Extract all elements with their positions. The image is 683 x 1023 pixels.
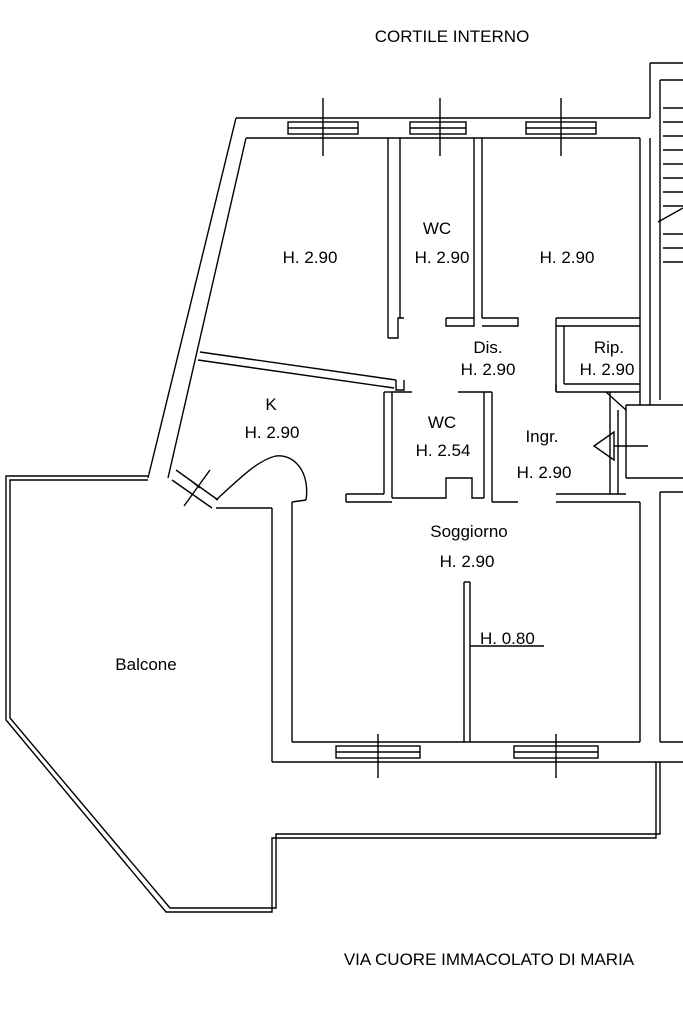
balcony-outline [5, 475, 661, 913]
top-street-label: CORTILE INTERNO [375, 27, 530, 46]
wc-bottom-name: WC [428, 413, 456, 432]
entrance-arrow-icon [592, 430, 648, 462]
windows-top [287, 98, 597, 156]
counter-join [291, 499, 307, 503]
partition-height: H. 0.80 [480, 629, 535, 648]
kitchen-height: H. 2.90 [245, 423, 300, 442]
ingr-height: H. 2.90 [517, 463, 572, 482]
kitchen-name: K [265, 395, 277, 414]
dis-height: H. 2.90 [461, 360, 516, 379]
outer-walls [147, 62, 683, 763]
bottom-street-label: VIA CUORE IMMACOLATO DI MARIA [344, 950, 635, 969]
interior-walls [197, 138, 640, 742]
soggiorno-name: Soggiorno [430, 522, 508, 541]
windows-bottom [335, 734, 599, 778]
dis-name: Dis. [473, 338, 502, 357]
wc-top-height: H. 2.90 [415, 248, 470, 267]
soggiorno-height: H. 2.90 [440, 552, 495, 571]
wc-top-name: WC [423, 219, 451, 238]
bedroom-left-height: H. 2.90 [283, 248, 338, 267]
ingr-name: Ingr. [525, 427, 558, 446]
rip-height: H. 2.90 [580, 360, 635, 379]
rip-name: Rip. [594, 338, 624, 357]
kitchen-balcony-door [171, 469, 219, 509]
wc-bottom-height: H. 2.54 [416, 441, 471, 460]
staircase [657, 79, 683, 400]
bedroom-right-height: H. 2.90 [540, 248, 595, 267]
balcone-name: Balcone [115, 655, 176, 674]
kitchen-curved-counter [215, 455, 308, 501]
